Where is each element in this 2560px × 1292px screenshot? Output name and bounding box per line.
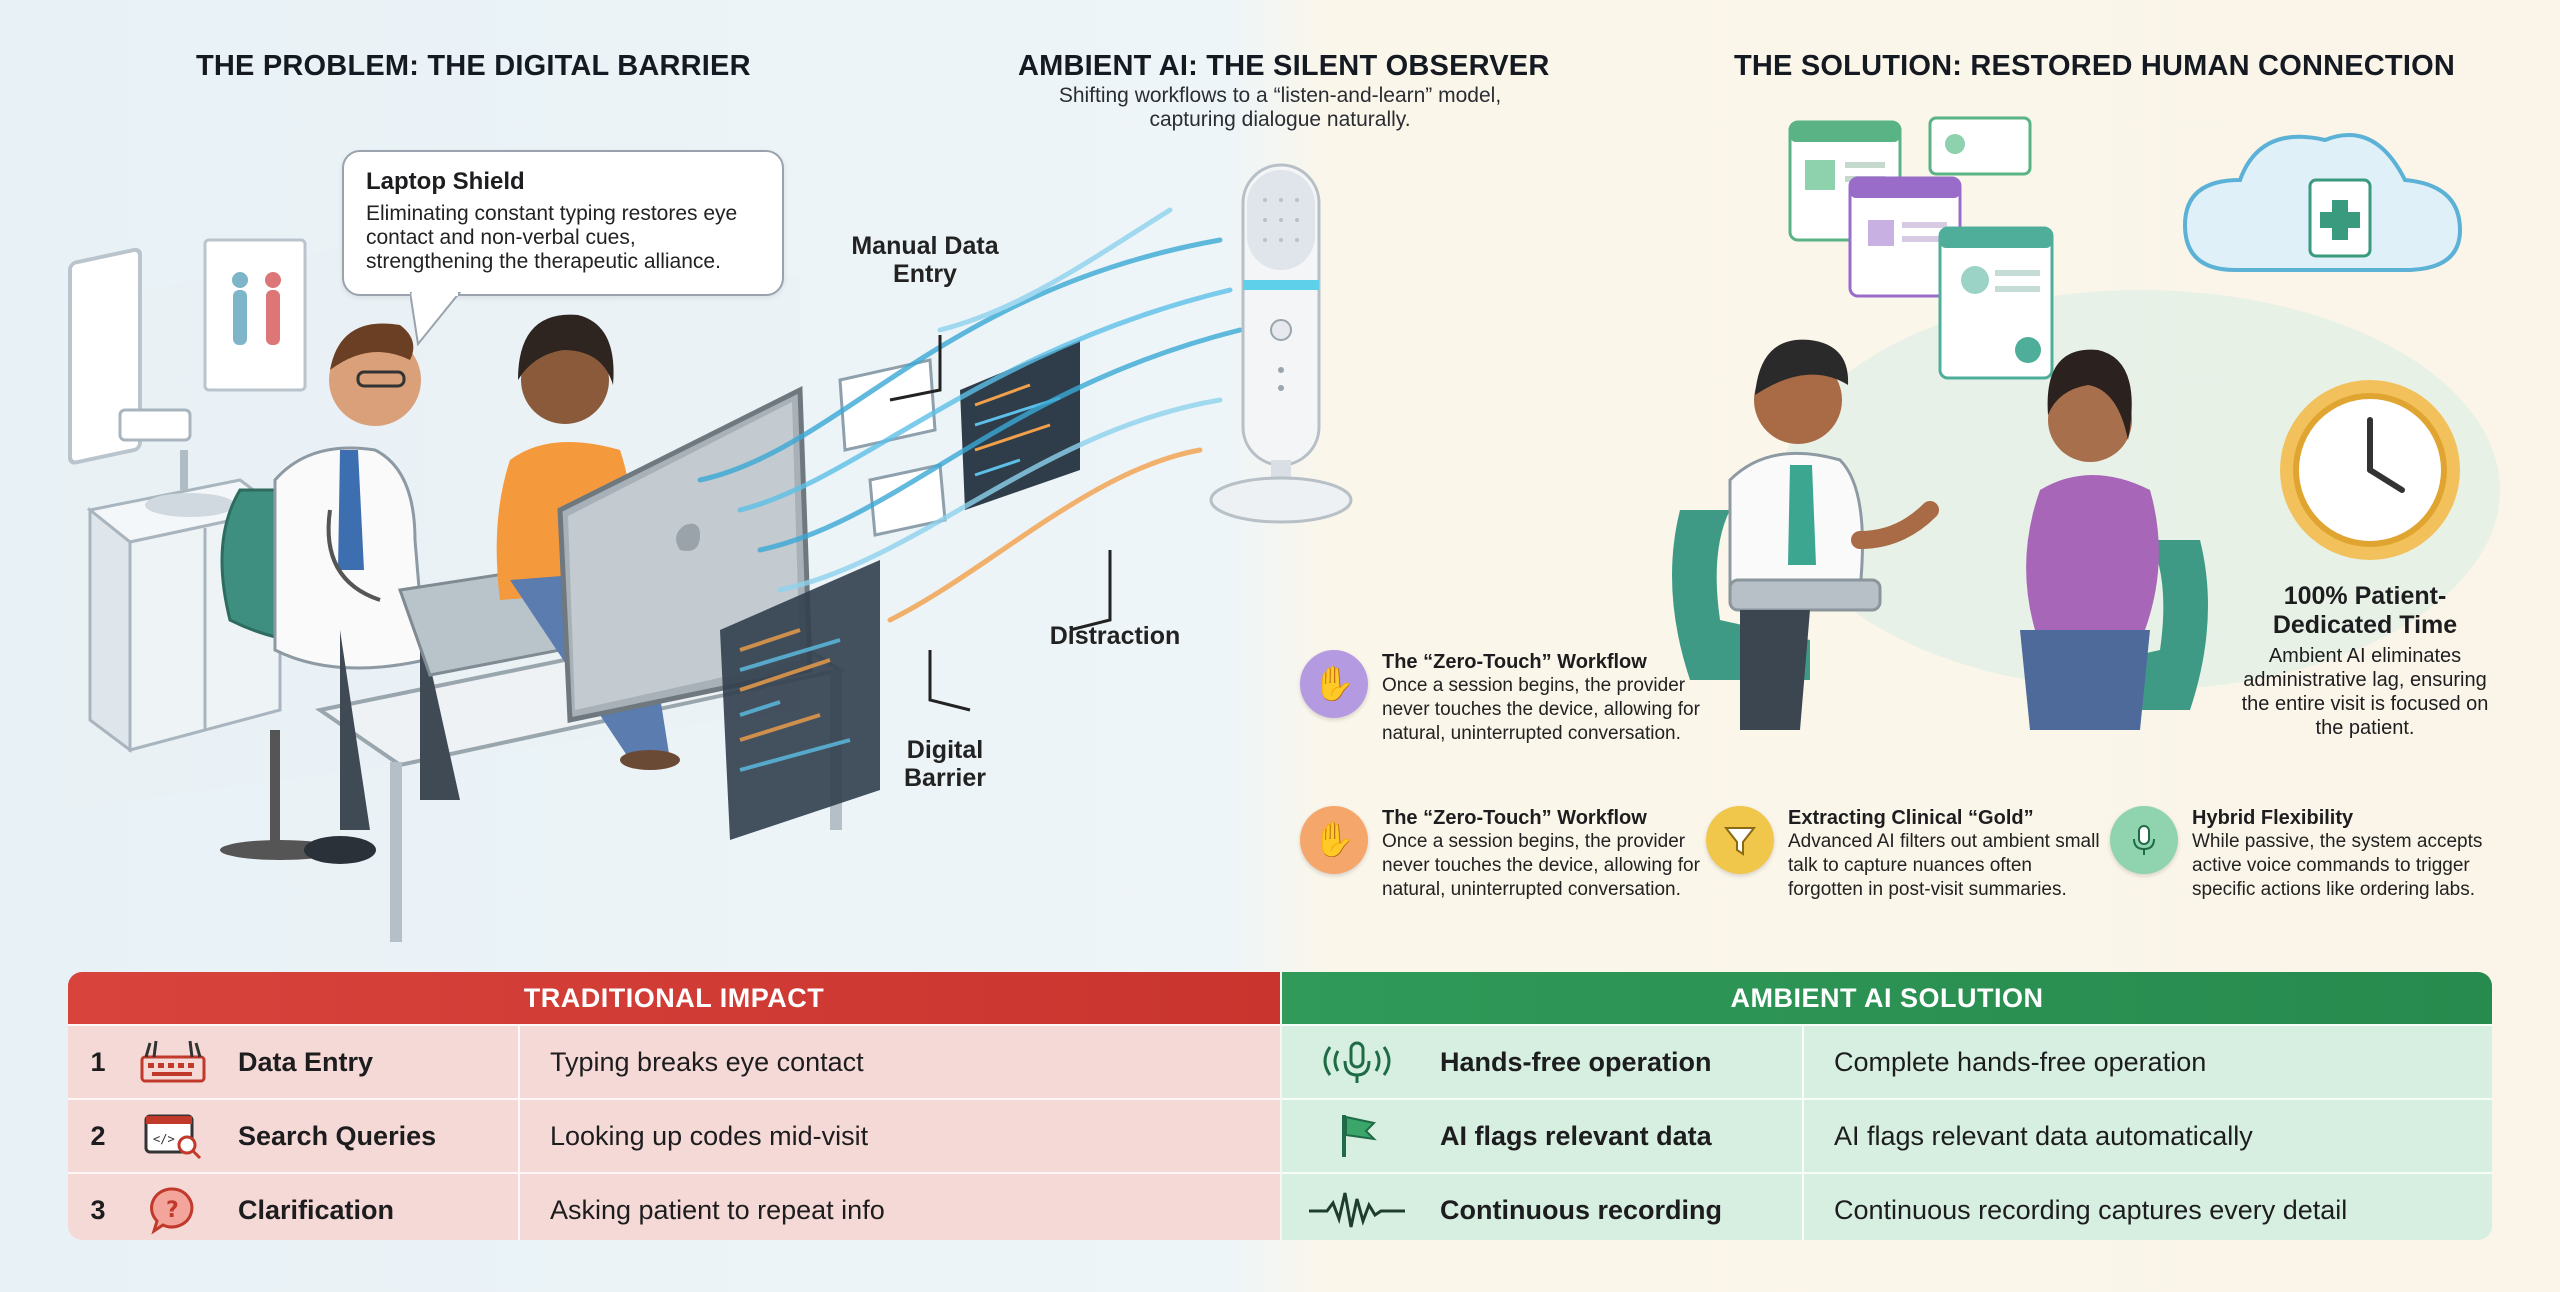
- laptop-shield-body: Eliminating constant typing restores eye…: [366, 202, 738, 273]
- feature-body: Advanced AI filters out ambient small ta…: [1788, 831, 2100, 900]
- digital-barrier-callout: Digital Barrier: [904, 736, 986, 792]
- restored-connection-illustration: [1672, 116, 2500, 730]
- typing-hands-icon: [128, 1037, 218, 1087]
- ambient-ai-solution-header: AMBIENT AI SOLUTION: [1282, 972, 2492, 1024]
- row-number: 1: [90, 1046, 106, 1077]
- hand-wave-icon: ✋: [1300, 650, 1368, 718]
- patient-time-body: Ambient AI eliminates administrative lag…: [2241, 645, 2489, 739]
- laptop-shield-title: Laptop Shield: [366, 168, 525, 195]
- row-description: Asking patient to repeat info: [518, 1174, 1280, 1240]
- question-bubble-icon: ?: [128, 1185, 218, 1235]
- digital-barrier-illustration: [60, 190, 1243, 942]
- feature-body: Once a session begins, the provider neve…: [1382, 831, 1700, 900]
- table-row: 2 </> Search Queries Looking up codes mi…: [68, 1098, 1280, 1172]
- table-row: Hands-free operation Complete hands-free…: [1282, 1024, 2492, 1098]
- svg-text:?: ?: [166, 1198, 179, 1223]
- feature-zero-touch-2: ✋ The “Zero-Touch” Workflow Once a sessi…: [1300, 806, 1700, 902]
- ambient-ai-heading: AMBIENT AI: THE SILENT OBSERVER: [1018, 50, 1550, 82]
- feature-title: The “Zero-Touch” Workflow: [1382, 651, 1647, 673]
- problem-heading: THE PROBLEM: THE DIGITAL BARRIER: [196, 50, 751, 82]
- feature-title: The “Zero-Touch” Workflow: [1382, 807, 1647, 829]
- microphone-waves-icon: [1282, 1037, 1432, 1087]
- row-label: Continuous recording: [1440, 1194, 1722, 1225]
- row-description: Typing breaks eye contact: [518, 1026, 1280, 1098]
- table-row: AI flags relevant data AI flags relevant…: [1282, 1098, 2492, 1172]
- flag-icon: [1282, 1111, 1432, 1161]
- row-label: Search Queries: [238, 1120, 437, 1151]
- table-row: 1 Data Entry Typing breaks eye contact: [68, 1024, 1280, 1098]
- laptop-shield-bubble: Laptop Shield Eliminating constant typin…: [342, 150, 784, 296]
- feature-title: Hybrid Flexibility: [2192, 807, 2354, 829]
- traditional-impact-table: TRADITIONAL IMPACT 1 Data Entry Typing b…: [68, 972, 1280, 1240]
- ambient-ai-subheading: Shifting workflows to a “listen-and-lear…: [1058, 84, 1502, 131]
- traditional-impact-header: TRADITIONAL IMPACT: [68, 972, 1280, 1024]
- table-row: Continuous recording Continuous recordin…: [1282, 1172, 2492, 1240]
- row-description: Complete hands-free operation: [1802, 1026, 2492, 1098]
- svg-text:</>: </>: [153, 1132, 175, 1146]
- waveform-icon: [1282, 1185, 1432, 1235]
- code-search-icon: </>: [128, 1111, 218, 1161]
- ambient-ai-solution-table: AMBIENT AI SOLUTION Hands-free operation…: [1282, 972, 2492, 1240]
- solution-heading: THE SOLUTION: RESTORED HUMAN CONNECTION: [1734, 50, 2455, 82]
- row-description: AI flags relevant data automatically: [1802, 1100, 2492, 1172]
- row-label: Hands-free operation: [1440, 1046, 1712, 1077]
- feature-hybrid-flexibility: Hybrid Flexibility While passive, the sy…: [2110, 806, 2510, 902]
- bubble-tail: [410, 292, 462, 347]
- manual-data-entry-callout: Manual Data Entry: [851, 232, 999, 288]
- patient-time-title: 100% Patient-Dedicated Time: [2272, 582, 2458, 639]
- raised-hand-icon: ✋: [1300, 806, 1368, 874]
- funnel-icon: [1706, 806, 1774, 874]
- feature-zero-touch-1: ✋ The “Zero-Touch” Workflow Once a sessi…: [1300, 650, 1700, 746]
- table-row: 3 ? Clarification Asking patient to repe…: [68, 1172, 1280, 1240]
- distraction-callout: Distraction: [1049, 622, 1181, 650]
- ambient-microphone-device: [1209, 163, 1353, 524]
- row-description: Continuous recording captures every deta…: [1802, 1174, 2492, 1240]
- row-number: 3: [90, 1194, 106, 1225]
- row-number: 2: [90, 1120, 106, 1151]
- microphone-icon: [2110, 806, 2178, 874]
- row-label: AI flags relevant data: [1440, 1120, 1712, 1151]
- row-label: Data Entry: [238, 1046, 374, 1077]
- row-description: Looking up codes mid-visit: [518, 1100, 1280, 1172]
- feature-body: While passive, the system accepts active…: [2192, 831, 2483, 900]
- feature-title: Extracting Clinical “Gold”: [1788, 807, 2034, 829]
- feature-clinical-gold: Extracting Clinical “Gold” Advanced AI f…: [1706, 806, 2106, 902]
- feature-body: Once a session begins, the provider neve…: [1382, 675, 1700, 744]
- row-label: Clarification: [238, 1194, 395, 1225]
